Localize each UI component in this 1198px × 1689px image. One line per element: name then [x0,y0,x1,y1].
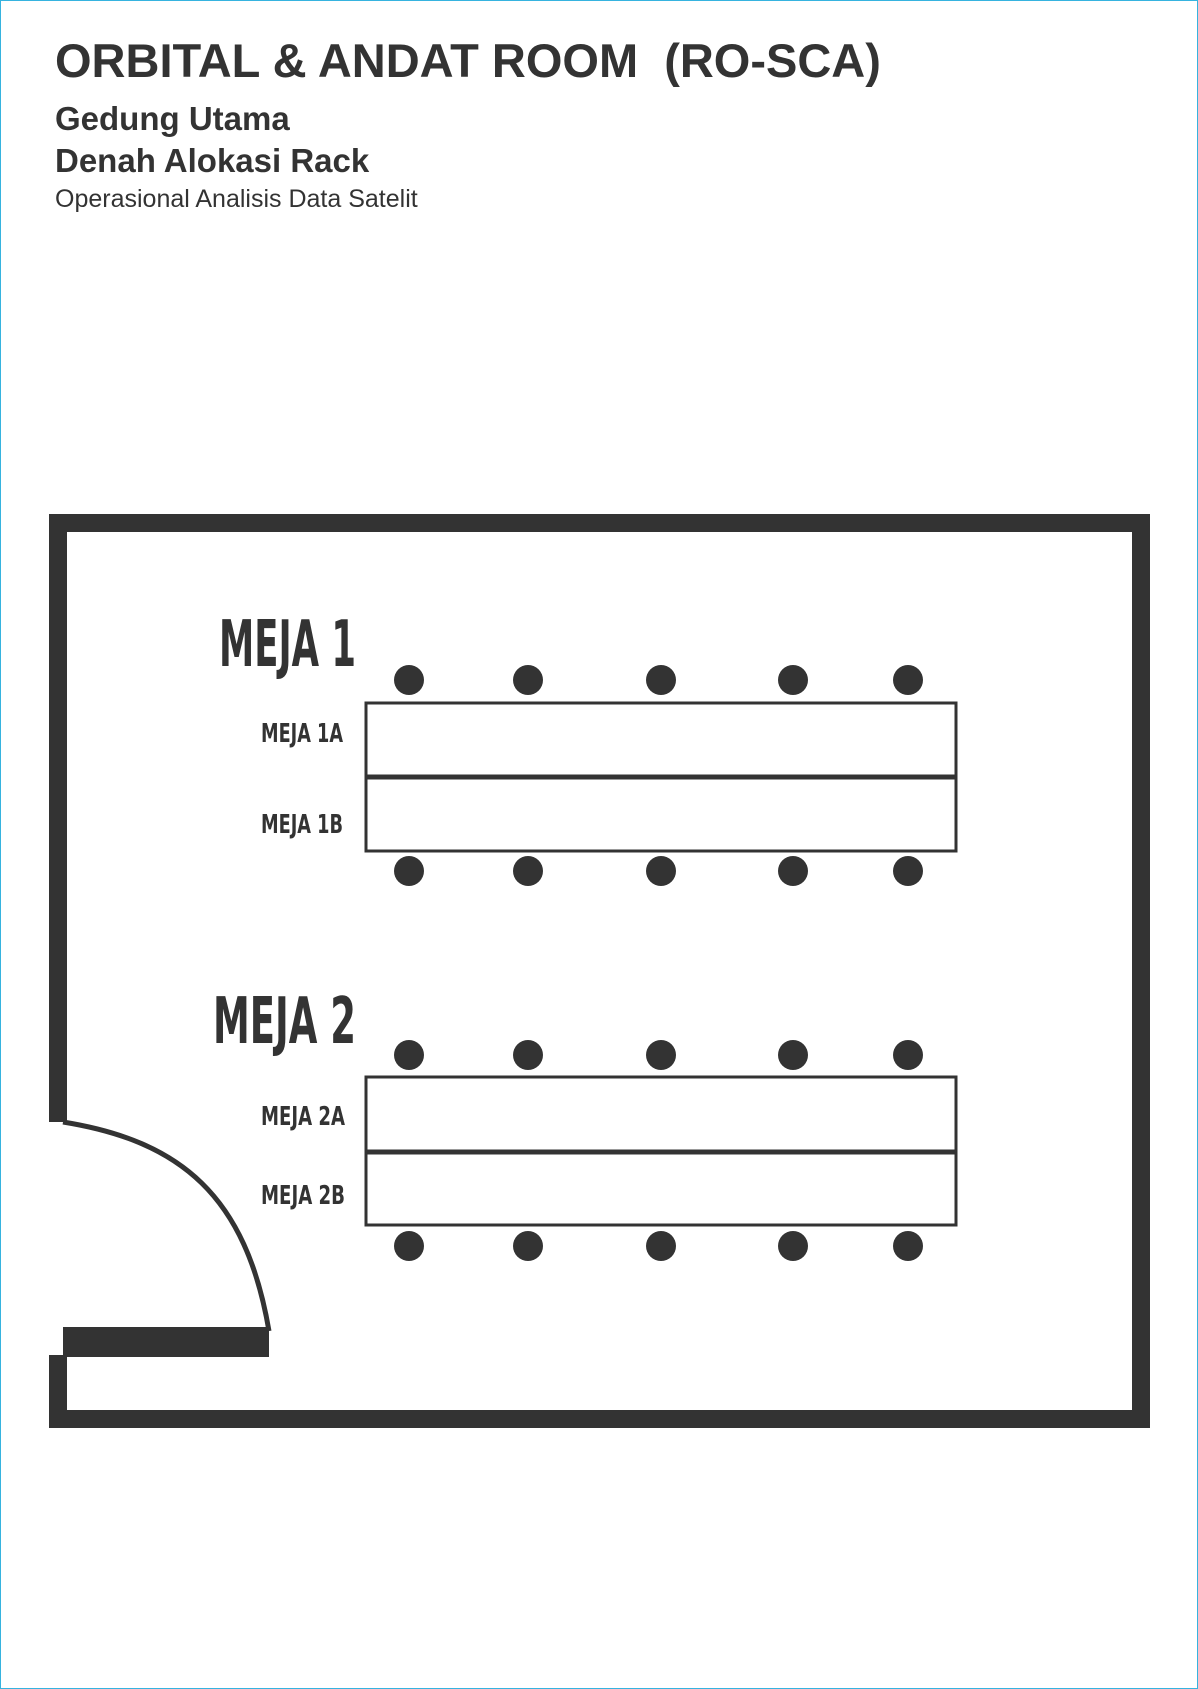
seat [513,856,543,886]
seat [394,856,424,886]
table-label-2: MEJA 2 [213,985,356,1059]
section-label-1a: MEJA 1A [261,719,343,749]
seat [778,665,808,695]
wall-top [49,514,1150,532]
section-label-2b: MEJA 2B [261,1181,345,1211]
seat [646,856,676,886]
seat [646,1040,676,1070]
section-label-1b: MEJA 1B [261,810,343,840]
seat [778,1040,808,1070]
seat [778,1231,808,1261]
seats-top-2 [394,1040,923,1070]
table-group-2: MEJA 2 MEJA 2A MEJA 2B [213,985,958,1261]
door-leaf [63,1327,269,1357]
door-swing-icon [62,1119,272,1332]
table-label-1: MEJA 1 [219,608,356,682]
section-label-2a: MEJA 2A [261,1102,345,1132]
plan-caption: Operasional Analisis Data Satelit [55,185,418,213]
wall-left-lower [49,1355,67,1428]
seat [394,1040,424,1070]
seat [893,1040,923,1070]
table-group-1: MEJA 1 MEJA 1A MEJA 1B [219,608,958,886]
seat [893,856,923,886]
seat [893,665,923,695]
building-name: Gedung Utama [55,100,290,137]
seat [394,1231,424,1261]
seat [513,1231,543,1261]
seat [513,1040,543,1070]
seat [513,665,543,695]
seats-top-1 [394,665,923,695]
seat [646,665,676,695]
seat [778,856,808,886]
page-title: ORBITAL & ANDAT ROOM (RO-SCA) [55,34,881,87]
wall-bottom [49,1410,1150,1428]
seats-bottom-2 [394,1231,923,1261]
wall-right [1132,514,1150,1428]
seat [394,665,424,695]
seat [646,1231,676,1261]
seats-bottom-1 [394,856,923,886]
wall-left-upper [49,514,67,1122]
seat [893,1231,923,1261]
plan-name: Denah Alokasi Rack [55,142,370,179]
room-walls [49,514,1150,1428]
